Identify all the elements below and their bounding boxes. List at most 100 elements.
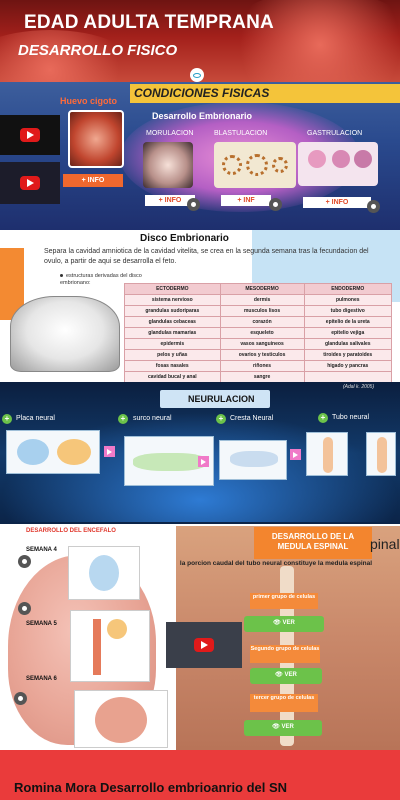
table-cell: glandulas cebaceas [124,316,221,328]
footer-bar [0,750,400,800]
youtube-play-icon[interactable] [20,176,40,190]
table-cell: sangre [219,371,305,383]
week6-diagram [74,690,168,748]
group-label: primer grupo de celulas [250,593,318,609]
bullet-text: estructuras derivadas del disco embriona… [60,273,142,286]
medula-paragraph: la porcion caudal del tubo neural consti… [179,560,373,567]
table-header-cell: MESODERMO [219,283,305,295]
table-cell: pulmones [303,294,392,306]
table-cell [303,371,392,383]
video-thumbnail[interactable] [0,115,60,155]
eye-icon: 👁 [273,620,283,626]
touch-icon[interactable] [269,198,282,211]
disco-title: Disco Embrionario [140,233,229,244]
page-subtitle: DESARROLLO FISICO [18,42,178,59]
morulacion-label: MORULACION [146,130,194,137]
table-header-cell: ECTODERMO [124,283,221,295]
table-cell: glandulas salivales [303,338,392,350]
table-cell: glandulas mamarias [124,327,221,339]
disco-paragraph: Separa la cavidad amniotica de la cavida… [44,248,369,265]
table-cell: corazón [219,316,305,328]
citation: (Adal k. 2005) [343,384,375,390]
placa-neural-diagram [6,430,100,474]
table-cell: pelos y uñas [124,349,221,361]
blastulacion-label: BLASTULACION [214,130,268,137]
surco-neural-diagram [124,436,214,486]
huevo-label: Huevo cigoto [60,96,118,106]
table-cell: epitelio vejiga [303,327,392,339]
week-label: SEMANA 6 [26,676,57,682]
table-cell: epitelio de la ureta [303,316,392,328]
cigoto-image [68,110,124,168]
table-cell: fosas nasales [124,360,221,372]
eye-icon: 👁 [275,672,285,678]
plus-icon[interactable]: + [118,414,128,424]
video-thumbnail[interactable] [166,622,242,668]
step-label: Cresta Neural [230,415,274,422]
group-label: tercer grupo de celulas [250,694,318,712]
arrow-right-icon[interactable] [198,456,209,467]
desarrollo-title: Desarrollo Embrionario [152,111,253,121]
table-cell: tiroides y paratoides [303,349,392,361]
table-cell: grandulas sudoriparas [124,305,221,317]
table-cell: vasos sanguineos [219,338,305,350]
eye-icon[interactable] [18,555,31,568]
footer-text: Romina Mora Desarrollo embrioanrio del S… [14,780,288,795]
morulacion-info-button[interactable]: + INFO [145,195,195,206]
bullet-dot [60,274,63,278]
step-label: Placa neural [16,415,55,422]
ver-button[interactable]: 👁 VER [250,668,322,684]
cresta-neural-diagram [219,440,287,480]
table-header-cell: ENDODERMO [303,283,392,295]
plus-icon[interactable]: + [318,413,328,423]
week-label: SEMANA 5 [26,621,57,627]
video-thumbnail[interactable] [0,162,60,204]
gastrulacion-info-button[interactable]: + INFO [303,197,371,208]
table-cell: higado y pancras [303,360,392,372]
medula-title: DESARROLLO DE LA MEDULA ESPINAL [254,527,372,559]
ver-button[interactable]: 👁 VER [244,720,322,736]
germ-layers-table: ECTODERMO MESODERMO ENDODERMO sistema ne… [124,283,392,383]
table-cell: sistema nervioso [124,294,221,306]
youtube-play-icon[interactable] [20,128,40,142]
condiciones-title: CONDICIONES FISICAS [130,84,400,103]
disco-bullet: estructuras derivadas del disco embriona… [60,273,160,287]
ver-button-label: VER [281,724,294,730]
encefalo-title: DESARROLLO DEL ENCEFALO [26,528,116,534]
youtube-play-icon[interactable] [194,638,214,652]
ver-button-label: VER [282,620,295,626]
ver-button[interactable]: 👁 VER [244,616,324,632]
cigoto-info-button[interactable]: + INFO [63,174,123,187]
medula-title-overflow: pinal [370,536,400,552]
eye-icon[interactable] [190,68,204,82]
plus-icon[interactable]: + [216,414,226,424]
table-cell: dermis [219,294,305,306]
arrow-right-icon[interactable] [290,449,301,460]
table-cell: epidermis [124,338,221,350]
touch-icon[interactable] [187,198,200,211]
neurulacion-title-bg [160,390,270,408]
touch-icon[interactable] [367,200,380,213]
ver-button-label: VER [284,672,297,678]
page-title: EDAD ADULTA TEMPRANA [24,12,274,33]
eye-icon[interactable] [18,602,31,615]
arrow-right-icon[interactable] [104,446,115,457]
table-cell: cavidad bucal y anal [124,371,221,383]
group-label: Segundo grupo de celulas [250,645,320,663]
table-cell: riñones [219,360,305,372]
table-cell: musculos lisos [219,305,305,317]
week-label: SEMANA 4 [26,547,57,553]
step-label: Tubo neural [332,414,370,421]
gastrulacion-label: GASTRULACION [307,130,363,137]
plus-icon[interactable]: + [2,414,12,424]
disco-diagram-image [10,296,120,372]
eye-icon[interactable] [14,692,27,705]
blastulacion-info-button[interactable]: + INF [221,195,271,206]
tubo-neural-diagram-2 [366,432,396,476]
